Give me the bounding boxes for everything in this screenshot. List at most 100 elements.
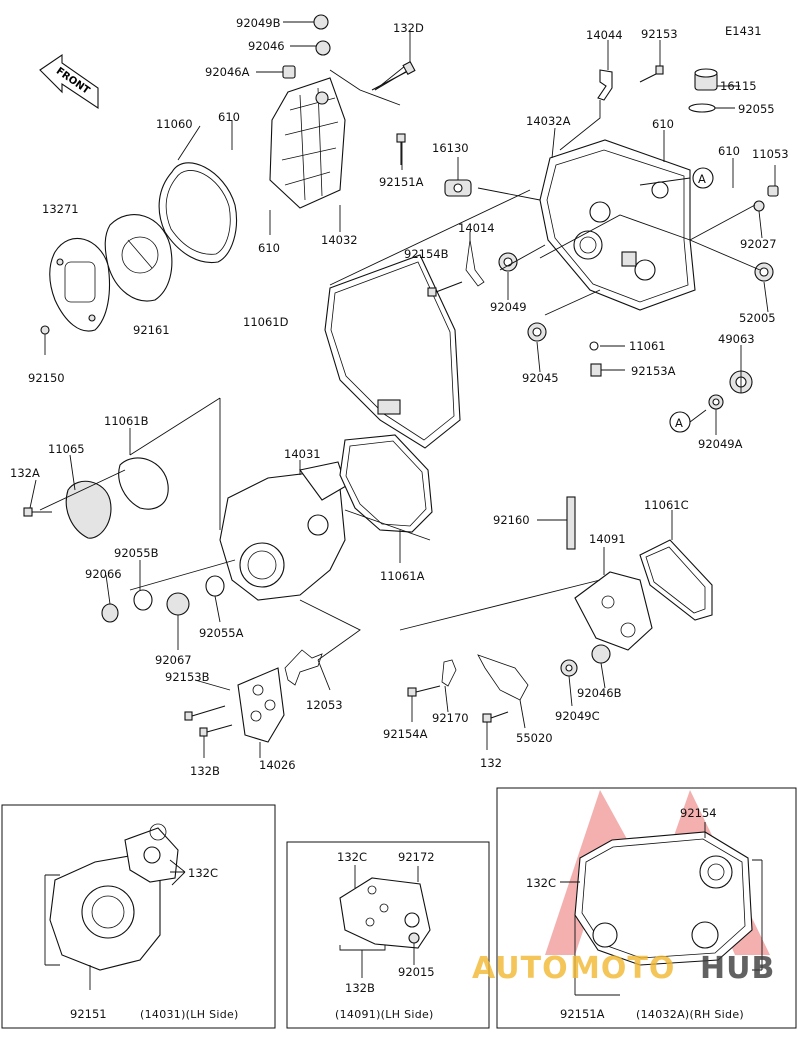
part-label-92151a: 92151A <box>379 175 424 189</box>
part-label-92049: 92049 <box>490 300 527 314</box>
part-label-92153a: 92153A <box>631 364 676 378</box>
bracket-55020 <box>477 654 529 701</box>
part-label-16115: 16115 <box>720 79 757 93</box>
svg-text:A: A <box>698 172 706 186</box>
part-label-92153b: 92153B <box>165 670 210 684</box>
part-label-14031: 14031 <box>284 447 321 461</box>
part-label-11061c: 11061C <box>644 498 689 512</box>
part-label-14091: 14091 <box>589 532 626 546</box>
part-label-92045: 92045 <box>522 371 559 385</box>
part-label-610: 610 <box>258 241 280 255</box>
panel-caption: (14091)(LH Side) <box>335 1008 434 1021</box>
small-parts-middle <box>23 496 576 623</box>
part-label-92067: 92067 <box>155 653 192 667</box>
part-label-92153: 92153 <box>641 27 678 41</box>
part-label-610: 610 <box>652 117 674 131</box>
part-label-132d: 132D <box>393 21 424 35</box>
panel-14031-lh <box>1 804 276 1029</box>
part-label-92150: 92150 <box>28 371 65 385</box>
part-16130 <box>444 179 472 197</box>
part-label-92154a: 92154A <box>383 727 428 741</box>
seals <box>498 185 779 410</box>
part-label-92046: 92046 <box>248 39 285 53</box>
part-label-16130: 16130 <box>432 141 469 155</box>
panel-part-label-132c: 132C <box>337 850 367 864</box>
part-label-14014: 14014 <box>458 221 495 235</box>
panel-14031-drawing <box>44 823 186 990</box>
part-14032A-cover <box>539 139 696 311</box>
panel-14032a-drawing <box>560 822 763 996</box>
gasket-11060 <box>158 162 238 264</box>
part-label-11061b: 11061B <box>104 414 149 428</box>
part-label-11060: 11060 <box>156 117 193 131</box>
part-label-92046a: 92046A <box>205 65 250 79</box>
diagram-code: E1431 <box>725 24 762 38</box>
screw-92150 <box>40 325 50 355</box>
plate-13271 <box>49 237 111 332</box>
part-label-610: 610 <box>718 144 740 158</box>
part-label-55020: 55020 <box>516 731 553 745</box>
gasket-11061A <box>339 434 433 533</box>
bracket-14044 <box>597 69 613 101</box>
bracket-92170 <box>441 659 457 687</box>
part-label-49063: 49063 <box>718 332 755 346</box>
part-label-92066: 92066 <box>85 567 122 581</box>
panel-part-label-92015: 92015 <box>398 965 435 979</box>
panel-part-label-132c: 132C <box>188 866 218 880</box>
part-label-14032: 14032 <box>321 233 358 247</box>
part-label-52005: 52005 <box>739 311 776 325</box>
callout-marker-a: A A <box>669 167 714 433</box>
part-label-92160: 92160 <box>493 513 530 527</box>
part-14026 <box>237 667 285 743</box>
part-label-92055a: 92055A <box>199 626 244 640</box>
watermark-logo-shape <box>545 790 770 955</box>
panel-part-label-132b: 132B <box>345 981 375 995</box>
part-label-92161: 92161 <box>133 323 170 337</box>
part-label-92170: 92170 <box>432 711 469 725</box>
part-label-92027: 92027 <box>740 237 777 251</box>
part-label-92055b: 92055B <box>114 546 159 560</box>
part-label-92049a: 92049A <box>698 437 743 451</box>
part-label-92055: 92055 <box>738 102 775 116</box>
part-12053 <box>284 649 323 686</box>
cover-11065 <box>65 480 112 539</box>
watermark-text: AUTO MOTO HUB <box>472 951 775 986</box>
panel-14091-lh <box>286 841 490 1029</box>
part-label-610: 610 <box>218 110 240 124</box>
part-label-11061: 11061 <box>629 339 666 353</box>
panel-caption: (14031)(LH Side) <box>140 1008 239 1021</box>
panel-14091-drawing <box>339 865 431 978</box>
part-label-14032a: 14032A <box>526 114 571 128</box>
svg-text:MOTO: MOTO <box>570 951 675 986</box>
leader-lines-right <box>329 40 776 435</box>
panel-part-label-92154: 92154 <box>680 806 717 820</box>
svg-text:HUB: HUB <box>700 951 775 986</box>
part-label-92049b: 92049B <box>236 16 281 30</box>
plate-92161 <box>104 214 173 302</box>
spring-14014 <box>465 239 485 287</box>
part-label-92046b: 92046B <box>577 686 622 700</box>
part-label-11061d: 11061D <box>243 315 289 329</box>
part-14032-cover <box>269 14 346 209</box>
bolt-92151A <box>396 133 406 165</box>
part-label-11053: 11053 <box>752 147 789 161</box>
panel-14032a-rh <box>496 787 797 1029</box>
panel-part-label-92151a: 92151A <box>560 1007 605 1021</box>
part-label-92154b: 92154B <box>404 247 449 261</box>
panel-part-label-92172: 92172 <box>398 850 435 864</box>
bolt-92153 <box>639 65 664 83</box>
panel-caption: (14032A)(RH Side) <box>636 1008 744 1021</box>
cap-16115 <box>694 68 718 91</box>
part-label-132a: 132A <box>10 466 40 480</box>
panel-part-label-132c: 132C <box>526 876 556 890</box>
part-label-11065: 11065 <box>48 442 85 456</box>
part-label-12053: 12053 <box>306 698 343 712</box>
gasket-11061B <box>118 457 169 510</box>
bolt-132D <box>371 60 416 91</box>
part-label-13271: 13271 <box>42 202 79 216</box>
gasket-11061D <box>324 254 461 449</box>
